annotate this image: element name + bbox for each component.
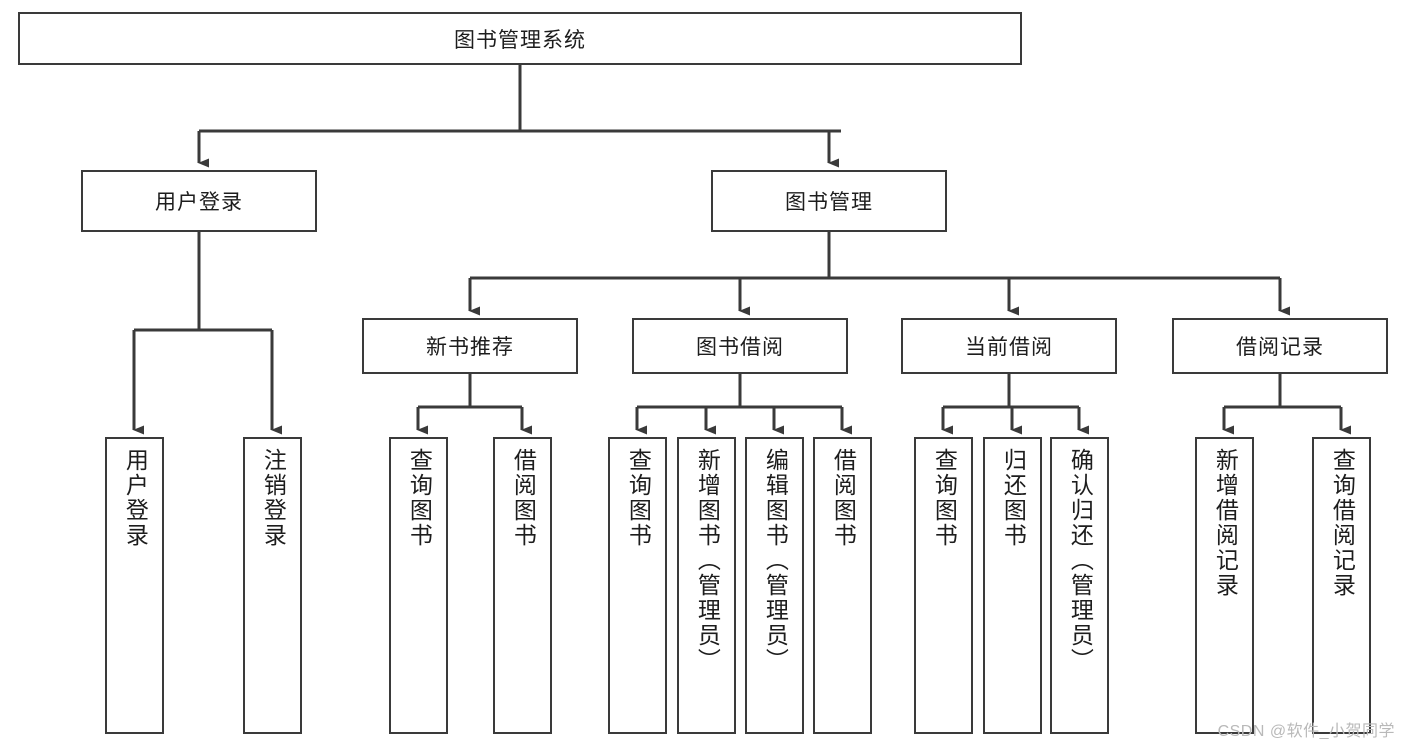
leaf-logout[interactable]: 注销登录 — [243, 437, 302, 734]
node-label: 归还图书 — [1000, 448, 1027, 548]
node-label: 用户登录 — [122, 448, 149, 548]
node-borrow-record[interactable]: 借阅记录 — [1172, 318, 1388, 374]
node-new-book-recommend[interactable]: 新书推荐 — [362, 318, 578, 374]
csdn-watermark: CSDN @软件_小贺同学 — [1217, 723, 1395, 740]
node-label: 编辑图书（管理员） — [762, 448, 789, 673]
leaf-user-login[interactable]: 用户登录 — [105, 437, 164, 734]
node-root-system[interactable]: 图书管理系统 — [18, 12, 1022, 65]
node-label: 借阅记录 — [1236, 336, 1324, 359]
node-book-management[interactable]: 图书管理 — [711, 170, 947, 232]
leaf-return-book[interactable]: 归还图书 — [983, 437, 1042, 734]
leaf-confirm-return-admin[interactable]: 确认归还（管理员） — [1050, 437, 1109, 734]
node-label: 新书推荐 — [426, 336, 514, 359]
node-label: 图书借阅 — [696, 336, 784, 359]
node-label: 图书管理 — [785, 191, 873, 214]
leaf-add-book-admin[interactable]: 新增图书（管理员） — [677, 437, 736, 734]
node-label: 借阅图书 — [510, 448, 537, 548]
leaf-edit-book-admin[interactable]: 编辑图书（管理员） — [745, 437, 804, 734]
leaf-query-book-recommend[interactable]: 查询图书 — [389, 437, 448, 734]
node-label: 新增图书（管理员） — [694, 448, 721, 673]
node-label: 查询借阅记录 — [1329, 448, 1356, 598]
leaf-borrow-book[interactable]: 借阅图书 — [813, 437, 872, 734]
node-label: 注销登录 — [260, 448, 287, 548]
node-label: 新增借阅记录 — [1212, 448, 1239, 598]
node-user-login[interactable]: 用户登录 — [81, 170, 317, 232]
leaf-query-borrow-record[interactable]: 查询借阅记录 — [1312, 437, 1371, 734]
node-label: 查询图书 — [406, 448, 433, 548]
node-label: 查询图书 — [931, 448, 958, 548]
node-label: 确认归还（管理员） — [1067, 448, 1094, 673]
leaf-query-book-borrow[interactable]: 查询图书 — [608, 437, 667, 734]
leaf-borrow-book-recommend[interactable]: 借阅图书 — [493, 437, 552, 734]
node-book-borrow[interactable]: 图书借阅 — [632, 318, 848, 374]
node-label: 借阅图书 — [830, 448, 857, 548]
node-label: 查询图书 — [625, 448, 652, 548]
leaf-query-book-current[interactable]: 查询图书 — [914, 437, 973, 734]
node-label: 当前借阅 — [965, 336, 1053, 359]
node-label: 用户登录 — [155, 191, 243, 214]
node-label: 图书管理系统 — [454, 28, 586, 52]
leaf-add-borrow-record[interactable]: 新增借阅记录 — [1195, 437, 1254, 734]
node-current-borrow[interactable]: 当前借阅 — [901, 318, 1117, 374]
